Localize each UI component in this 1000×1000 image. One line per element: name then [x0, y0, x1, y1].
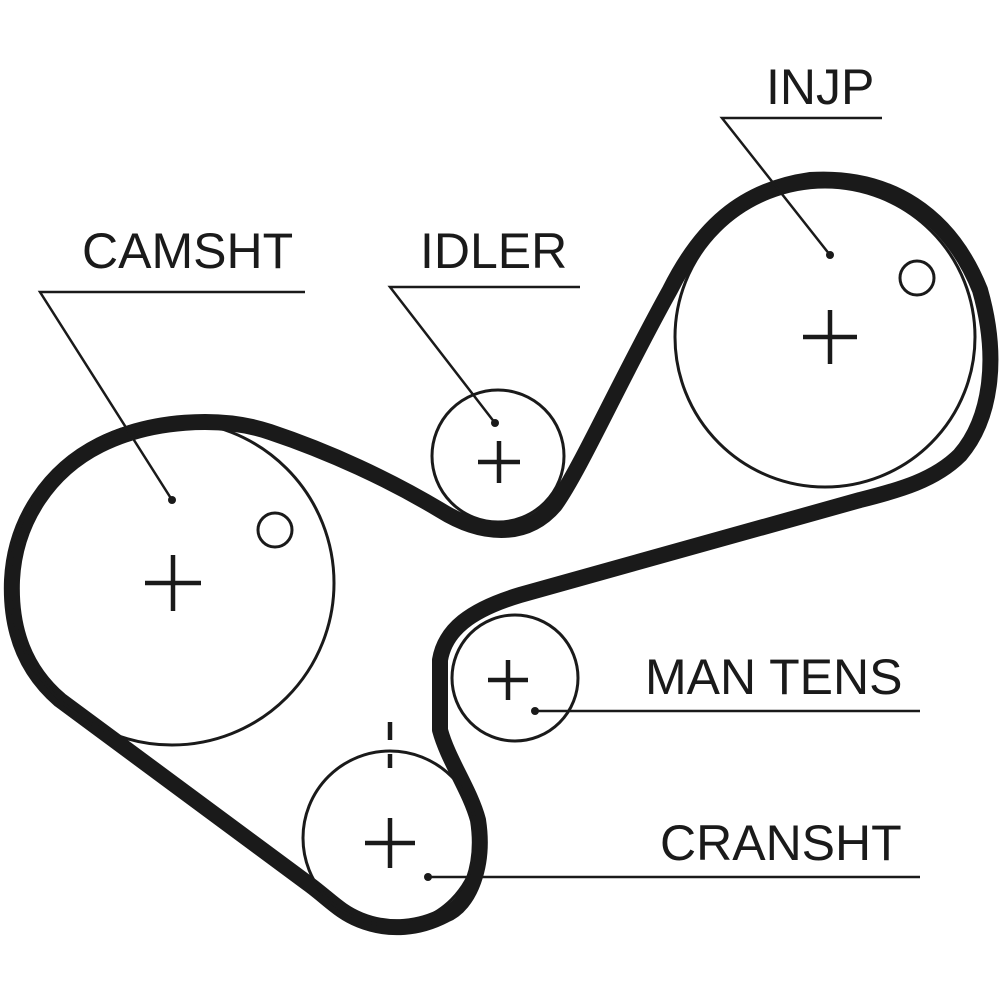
- injection-pump-leader-line: [719, 116, 882, 256]
- camshaft-label: CAMSHT: [82, 223, 293, 279]
- injection-pump-label: INJP: [766, 59, 874, 115]
- crankshaft-leader: [424, 873, 920, 881]
- crankshaft-pulley: [301, 722, 479, 927]
- idler-pulley-outline: [430, 388, 566, 524]
- injection-pump-pulley-outline: [673, 185, 977, 489]
- idler-pulley: [430, 388, 566, 524]
- manual-tensioner-leader: [531, 707, 920, 715]
- manual-tensioner-pulley-outline: [450, 613, 580, 743]
- crankshaft-center-cross-icon: [365, 818, 415, 868]
- crankshaft-leader-dot: [424, 873, 432, 881]
- manual-tensioner-center-cross-icon: [488, 660, 528, 700]
- injection-pump-leader: [719, 116, 882, 259]
- crankshaft-pulley-outline: [301, 749, 479, 927]
- camshaft-pulley: [8, 419, 336, 747]
- idler-leader: [387, 285, 580, 427]
- camshaft-center-cross-icon: [145, 555, 201, 611]
- idler-center-cross-icon: [478, 441, 520, 483]
- crankshaft-label: CRANSHT: [660, 815, 902, 871]
- injection-pump-leader-dot: [826, 251, 834, 259]
- camshaft-leader-line: [37, 290, 305, 501]
- idler-leader-line: [387, 285, 580, 424]
- camshaft-pulley-outline: [8, 419, 336, 747]
- injection-pump-timing-mark-icon: [898, 259, 936, 297]
- manual-tensioner-pulley: [450, 613, 580, 743]
- injection-pump-center-cross-icon: [803, 310, 857, 364]
- camshaft-leader: [37, 290, 305, 504]
- camshaft-leader-dot: [168, 496, 176, 504]
- idler-label: IDLER: [420, 223, 567, 279]
- idler-leader-dot: [491, 419, 499, 427]
- injection-pump-pulley: [673, 185, 977, 489]
- camshaft-timing-mark-icon: [256, 511, 294, 549]
- manual-tensioner-label: MAN TENS: [645, 649, 902, 705]
- manual-tensioner-leader-dot: [531, 707, 539, 715]
